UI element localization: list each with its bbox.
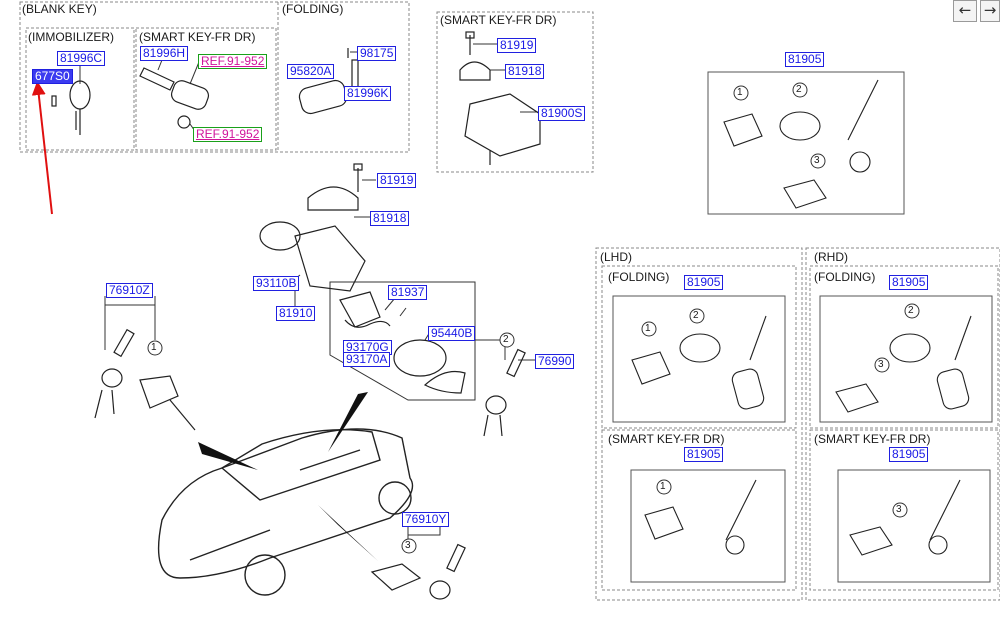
rhd-smart-box — [809, 429, 999, 591]
smart-key-group-box-top — [135, 27, 277, 151]
callout-3-rhd-smart: 3 — [896, 504, 902, 515]
ref-link-91-952-b[interactable]: REF.91-952 — [193, 127, 263, 142]
group-label-blank-key: (BLANK KEY) — [22, 2, 97, 16]
group-label-folding-top: (FOLDING) — [282, 2, 344, 16]
rhd-folding-box — [809, 265, 999, 429]
callout-2-lhd-folding: 2 — [693, 310, 699, 321]
red-locator-arrow — [31, 81, 53, 215]
part-number-81919[interactable]: 81919 — [377, 173, 417, 188]
part-number-81937[interactable]: 81937 — [388, 285, 428, 300]
lhd-smart-box — [601, 429, 797, 591]
callout-1-left: 1 — [151, 342, 157, 353]
callout-3-rhd-folding: 3 — [878, 359, 884, 370]
lhd-folding-box — [601, 265, 797, 429]
part-number-81910[interactable]: 81910 — [276, 306, 316, 321]
callout-2-top: 2 — [796, 84, 802, 95]
part-number-81905-rhd-folding[interactable]: 81905 — [889, 275, 929, 290]
group-label-lhd-smart: (SMART KEY-FR DR) — [608, 432, 725, 446]
callout-2-rhd-folding: 2 — [908, 305, 914, 316]
part-number-95440B[interactable]: 95440B — [428, 326, 476, 341]
group-label-lhd: (LHD) — [600, 250, 632, 264]
arrow-left-icon: ← — [958, 1, 972, 19]
part-number-81905-lhd-folding[interactable]: 81905 — [684, 275, 724, 290]
part-number-81900S[interactable]: 81900S — [538, 106, 586, 121]
part-number-93170A[interactable]: 93170A — [343, 352, 391, 367]
callout-3-bottom: 3 — [405, 540, 411, 551]
car-outline — [157, 428, 414, 596]
group-label-rhd: (RHD) — [814, 250, 848, 264]
part-number-81919-top[interactable]: 81919 — [497, 38, 537, 53]
arrow-right-icon: → — [983, 1, 997, 19]
callout-1-top: 1 — [737, 87, 743, 98]
part-number-81996H[interactable]: 81996H — [140, 46, 189, 61]
part-number-98175[interactable]: 98175 — [357, 46, 397, 61]
lhd-group-box — [595, 247, 803, 601]
callout-1-lhd-smart: 1 — [660, 481, 666, 492]
part-number-81905-top[interactable]: 81905 — [785, 52, 825, 67]
part-number-93170G[interactable]: 93170G — [343, 340, 392, 355]
part-number-76990[interactable]: 76990 — [535, 354, 575, 369]
forward-button[interactable]: → — [980, 0, 1000, 22]
group-label-rhd-folding: (FOLDING) — [814, 270, 876, 284]
group-label-rhd-smart: (SMART KEY-FR DR) — [814, 432, 931, 446]
part-number-81905-rhd-smart[interactable]: 81905 — [889, 447, 929, 462]
callout-2-right: 2 — [503, 334, 509, 345]
callout-1-lhd-folding: 1 — [645, 323, 651, 334]
part-number-95820A[interactable]: 95820A — [287, 64, 335, 79]
part-number-81996C[interactable]: 81996C — [57, 51, 106, 66]
part-number-81905-lhd-smart[interactable]: 81905 — [684, 447, 724, 462]
group-label-lhd-folding: (FOLDING) — [608, 270, 670, 284]
part-number-76910Y[interactable]: 76910Y — [402, 512, 450, 527]
back-button[interactable]: ← — [953, 0, 977, 22]
part-number-76910Z[interactable]: 76910Z — [106, 283, 153, 298]
blank-key-group-box — [19, 1, 410, 153]
part-number-81996K[interactable]: 81996K — [344, 86, 392, 101]
callout-3-top: 3 — [814, 155, 820, 166]
group-label-smart-key-box: (SMART KEY-FR DR) — [440, 13, 557, 27]
ref-link-91-952-a[interactable]: REF.91-952 — [198, 54, 268, 69]
rhd-group-box — [805, 247, 1000, 601]
group-label-immobilizer: (IMMOBILIZER) — [28, 30, 114, 44]
smart-key-fr-dr-group-box — [436, 11, 594, 173]
part-number-81918-top[interactable]: 81918 — [505, 64, 545, 79]
group-label-smart-key-top: (SMART KEY-FR DR) — [139, 30, 256, 44]
part-number-81918[interactable]: 81918 — [370, 211, 410, 226]
part-number-93110B[interactable]: 93110B — [253, 276, 300, 291]
part-number-677S0[interactable]: 677S0 — [32, 69, 73, 84]
